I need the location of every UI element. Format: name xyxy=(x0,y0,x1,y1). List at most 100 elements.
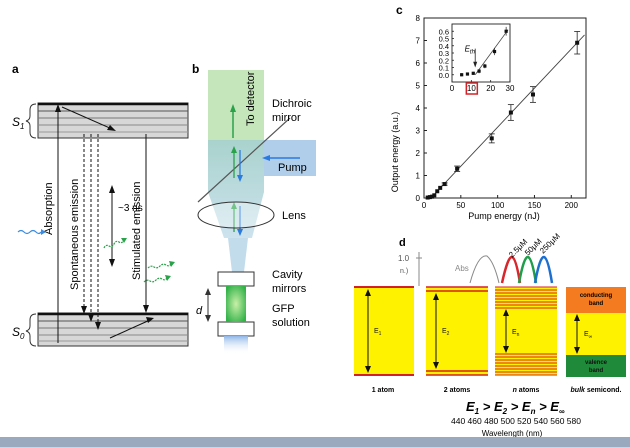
emission-curve-blue xyxy=(533,255,554,284)
dichroic-label-1: Dichroic xyxy=(272,98,312,110)
s1-brace xyxy=(25,103,37,139)
spontaneous-label: Spontaneous emission xyxy=(69,179,81,290)
inset-x-tick-label: 0 xyxy=(450,84,455,93)
lens xyxy=(197,201,275,229)
inset-y-tick-label: 0.3 xyxy=(439,49,449,58)
dichroic-label-2: mirror xyxy=(272,112,301,124)
y-tick-label: 0 xyxy=(416,194,421,203)
threshold-label: Eth xyxy=(465,45,476,56)
threshold-arrowhead xyxy=(473,61,478,68)
box-2-atoms: E2 xyxy=(426,286,488,376)
lifetime-label: ~3 ns xyxy=(118,203,143,214)
output-glow xyxy=(224,336,248,354)
valence-label-1: valence xyxy=(585,360,608,366)
c-y-axis-label: Output energy (a.u.) xyxy=(390,112,400,193)
inset-y-tick-label: 0.4 xyxy=(439,42,449,51)
s0-brace xyxy=(25,313,37,347)
s0-band xyxy=(37,312,189,347)
abs-curve xyxy=(469,255,500,284)
label-n-atoms: n atoms xyxy=(513,387,540,394)
bottom-strip xyxy=(0,437,630,447)
data-point xyxy=(508,110,513,115)
inset-data-point xyxy=(483,64,487,68)
inset-y-tick-label: 0.1 xyxy=(439,64,449,73)
s0-relaxation-arrow xyxy=(109,319,151,339)
d-y-value: 1.0 xyxy=(398,254,410,263)
data-point xyxy=(438,185,443,190)
y-tick-label: 4 xyxy=(416,104,421,113)
pump-label: Pump xyxy=(278,162,307,174)
conducting-label-2: band xyxy=(589,301,604,307)
data-point xyxy=(427,195,432,200)
incoming-photon-icon xyxy=(17,229,42,235)
inset-y-tick-label: 0.5 xyxy=(439,35,449,44)
emission-curve-green xyxy=(517,255,538,284)
data-point xyxy=(455,166,460,171)
x-tick-label: 150 xyxy=(528,201,542,210)
y-tick-label: 3 xyxy=(416,127,421,136)
box-bulk: conducting band valence band E∞ xyxy=(566,287,626,377)
data-point xyxy=(489,136,494,141)
panel-d-letter: d xyxy=(399,237,406,249)
data-point xyxy=(575,40,580,45)
inset-x-tick-label: 10 xyxy=(467,84,476,93)
gfp-label-2: solution xyxy=(272,317,310,329)
s1-label: S1 xyxy=(12,115,24,131)
detector-beam xyxy=(208,70,264,142)
cavity-label-1: Cavity xyxy=(272,269,303,281)
panel-a: a S1 S0 xyxy=(12,62,189,347)
inset-x-tick-label: 20 xyxy=(486,84,495,93)
s0-label: S0 xyxy=(12,325,25,341)
stimulated-photons-icon xyxy=(143,261,175,283)
inset-frame xyxy=(451,23,511,83)
svg-text:E1: E1 xyxy=(374,328,382,337)
wavelength-axis-label: Wavelength (nm) xyxy=(482,429,543,438)
s1-relaxation-arrow xyxy=(61,106,113,130)
cavity-mirror-top xyxy=(217,271,255,287)
absorption-label: Absorption xyxy=(43,182,55,235)
s1-band xyxy=(37,102,189,139)
inset-fit-line xyxy=(474,29,509,75)
y-tick-label: 8 xyxy=(416,14,421,23)
inset-data-point xyxy=(492,49,497,54)
inset-data-point xyxy=(460,73,464,77)
svg-text:En: En xyxy=(512,329,520,338)
panel-a-letter: a xyxy=(12,62,19,76)
y-tick-label: 6 xyxy=(416,59,421,68)
emission-curve-red xyxy=(500,255,522,284)
y-tick-label: 1 xyxy=(416,172,421,181)
gfp-solution xyxy=(226,286,246,322)
x-tick-label: 200 xyxy=(565,201,579,210)
y-tick-label: 2 xyxy=(416,149,421,158)
box-1-atom: E1 xyxy=(354,286,414,376)
svg-text:E∞: E∞ xyxy=(584,331,593,340)
panel-b-letter: b xyxy=(192,62,199,76)
x-tick-label: 50 xyxy=(456,201,465,210)
dichroic-mirror xyxy=(197,117,291,203)
data-point xyxy=(435,189,440,194)
data-point xyxy=(430,194,435,199)
inset-y-tick-label: 0.2 xyxy=(439,56,449,65)
spontaneous-photon-icon xyxy=(103,239,125,249)
stimulated-label: Stimulated emission xyxy=(131,182,143,280)
data-point xyxy=(442,182,447,187)
x-tick-label: 0 xyxy=(422,201,427,210)
inset-data-point xyxy=(465,72,470,76)
conducting-label-1: conducting xyxy=(580,293,613,299)
x-tick-label: 100 xyxy=(491,201,505,210)
label-bulk: bulk semicond. xyxy=(571,387,622,394)
c-x-axis-label: Pump energy (nJ) xyxy=(468,211,540,221)
inset-data-point xyxy=(471,71,475,75)
valence-label-2: band xyxy=(589,368,604,374)
cavity-beam xyxy=(208,140,264,238)
cavity-label-2: mirrors xyxy=(272,283,307,295)
to-detector-label: To detector xyxy=(245,71,257,126)
threshold-highlight xyxy=(465,82,479,95)
lens-label: Lens xyxy=(282,210,306,222)
panel-d: d n.) 1.0 Abs 2.5μM 50μM 250μM E1 xyxy=(354,231,626,438)
inset-y-tick-label: 0.6 xyxy=(439,27,449,36)
label-1-atom: 1 atom xyxy=(372,387,395,394)
y-tick-label: 5 xyxy=(416,82,421,91)
